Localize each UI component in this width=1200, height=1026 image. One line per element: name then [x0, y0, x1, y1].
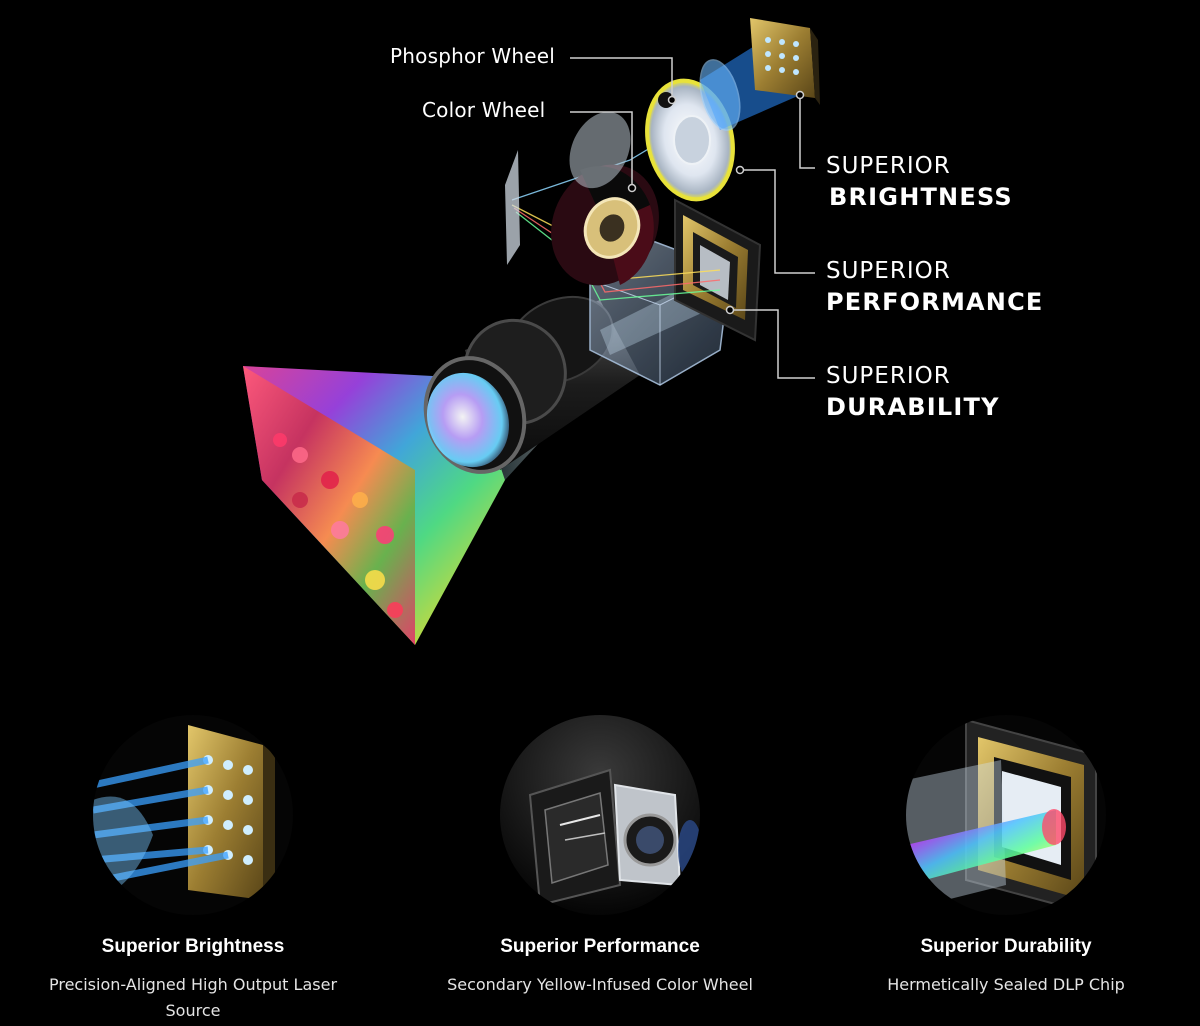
color-wheel	[551, 111, 659, 286]
feature-brightness-title: Superior Brightness	[101, 936, 285, 957]
callout-performance-line1: SUPERIOR	[826, 258, 951, 284]
feature-durability-title: Superior Durability	[920, 936, 1092, 957]
laser-source	[750, 18, 820, 105]
projector-exploded-diagram	[243, 18, 820, 645]
dlp-chip	[674, 198, 762, 342]
feature-performance: Superior Performance Secondary Yellow-In…	[420, 715, 780, 998]
mirror	[505, 150, 520, 265]
callout-durability: SUPERIOR DURABILITY	[826, 363, 1000, 421]
callout-brightness-line1: SUPERIOR	[826, 153, 951, 179]
feature-brightness-description: Precision-Aligned High Output Laser Sour…	[48, 975, 338, 1020]
leader-lines	[570, 57, 815, 379]
phosphor-wheel-label: Phosphor Wheel	[390, 44, 555, 68]
callout-performance: SUPERIOR PERFORMANCE	[826, 258, 1044, 316]
laser-source-icon	[93, 715, 293, 915]
projection-lens	[423, 295, 640, 474]
callout-brightness-line2: BRIGHTNESS	[829, 183, 1013, 211]
feature-performance-title: Superior Performance	[500, 936, 700, 957]
feature-brightness: Superior Brightness Precision-Aligned Hi…	[13, 715, 373, 1024]
callout-brightness: SUPERIOR BRIGHTNESS	[826, 153, 1013, 211]
callout-durability-line1: SUPERIOR	[826, 363, 951, 389]
feature-performance-description: Secondary Yellow-Infused Color Wheel	[447, 975, 753, 994]
dlp-chip-icon	[906, 715, 1106, 915]
color-wheel-label: Color Wheel	[422, 98, 546, 122]
color-wheel-engine-icon	[500, 715, 700, 915]
callout-performance-line2: PERFORMANCE	[826, 288, 1044, 316]
feature-durability: Superior Durability Hermetically Sealed …	[826, 715, 1186, 998]
callout-durability-line2: DURABILITY	[826, 393, 1000, 421]
feature-durability-description: Hermetically Sealed DLP Chip	[887, 975, 1125, 994]
